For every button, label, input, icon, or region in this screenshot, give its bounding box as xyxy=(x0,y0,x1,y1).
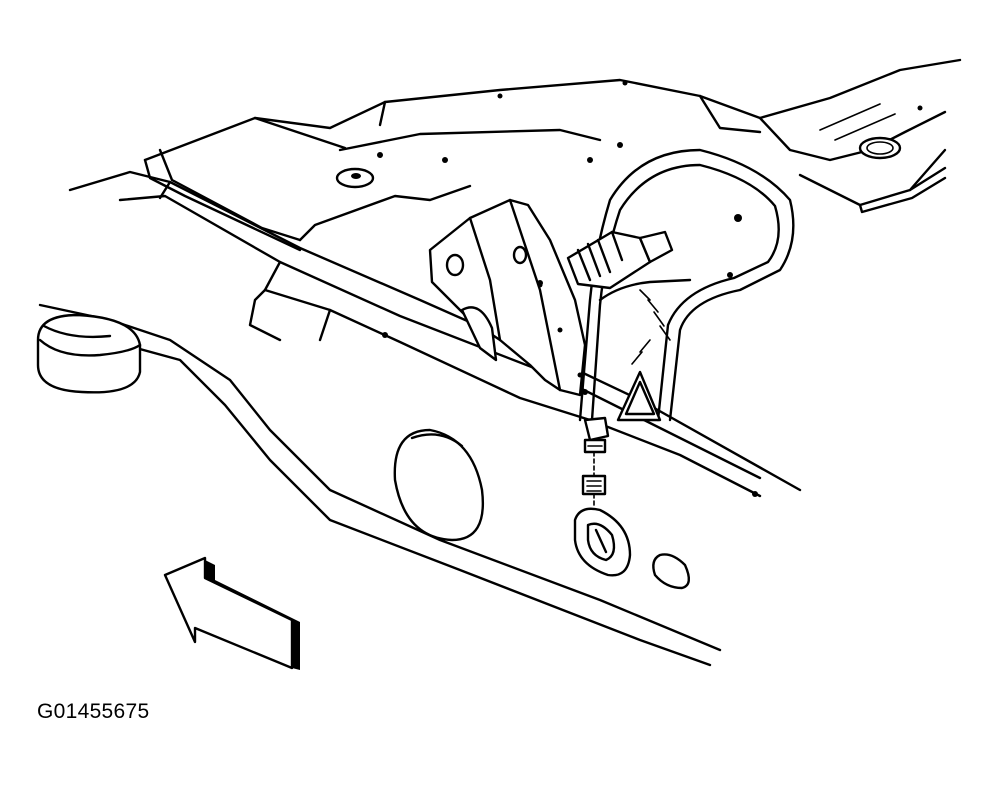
frame-access-hole-icon xyxy=(393,428,485,542)
wiring-harness-icon xyxy=(578,148,795,422)
electrical-connector-icon xyxy=(537,230,674,290)
warning-triangle-icon xyxy=(616,370,662,422)
crossmember-icon xyxy=(143,58,962,252)
frame-rail-icon xyxy=(38,170,802,667)
push-in-retainer-icon xyxy=(581,416,610,509)
oblong-hole-icon xyxy=(652,553,690,590)
frame-slot-icon xyxy=(573,507,632,577)
figure-id-label: G01455675 xyxy=(37,700,150,723)
frame-bushing-icon xyxy=(36,313,142,394)
mounting-bracket-icon xyxy=(428,198,587,397)
direction-arrow-icon xyxy=(163,556,300,670)
